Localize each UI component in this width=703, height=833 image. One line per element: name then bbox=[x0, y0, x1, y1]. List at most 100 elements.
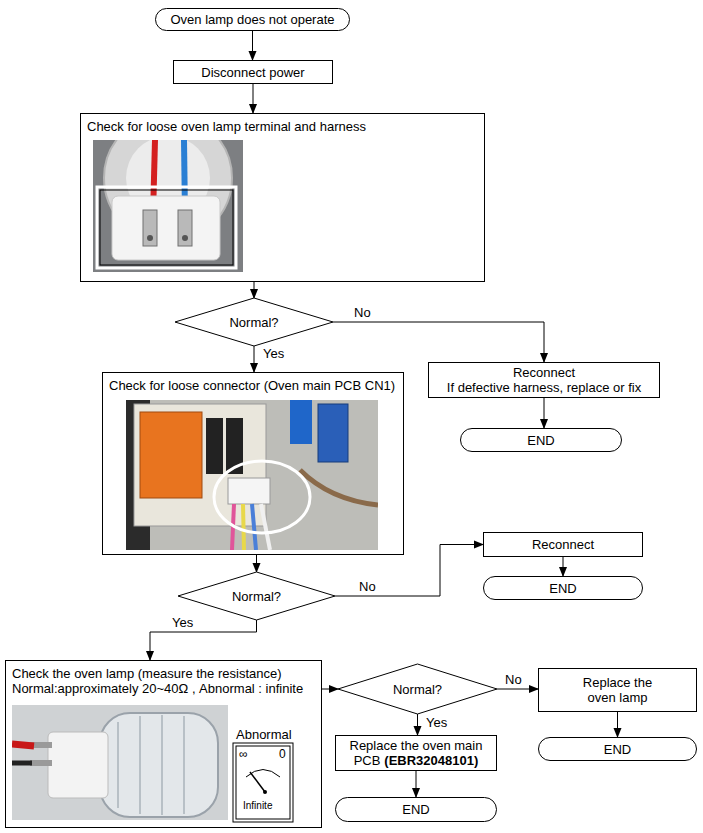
oven-lamp-photo-part bbox=[48, 732, 108, 798]
lamp-socket-photo-part bbox=[178, 210, 192, 246]
pcb-connector-photo-part bbox=[261, 504, 270, 550]
terminal-box: Oven lamp does not operate bbox=[155, 8, 350, 31]
flow-arrow bbox=[256, 555, 257, 572]
pcb-connector-photo-part bbox=[140, 412, 202, 498]
terminal-box: END bbox=[335, 797, 497, 822]
process-box: Reconnect bbox=[483, 532, 643, 557]
flow-arrow bbox=[253, 84, 254, 113]
node-text: ReconnectIf defective harness, replace o… bbox=[447, 365, 641, 395]
node-text: END bbox=[402, 802, 429, 817]
flow-arrow bbox=[417, 714, 418, 735]
pcb-connector-photo-part bbox=[228, 478, 270, 504]
node-text: END bbox=[549, 581, 576, 596]
ohmmeter-symbol-part bbox=[233, 743, 293, 822]
ohmmeter-symbol-part bbox=[250, 772, 265, 792]
check-box: Check for loose connector (Oven main PCB… bbox=[102, 372, 404, 555]
node-text: Check for loose oven lamp terminal and h… bbox=[87, 119, 366, 134]
node-label: Disconnect power bbox=[201, 65, 304, 80]
node-text: Replace the oven main PCB(EBR32048101) bbox=[346, 738, 486, 768]
edge-label: Yes bbox=[261, 346, 286, 361]
node-text: END bbox=[604, 742, 631, 757]
ohmmeter-symbol bbox=[233, 743, 293, 822]
node-text: END bbox=[527, 433, 554, 448]
node-text: Normal? bbox=[232, 589, 281, 604]
terminal-box: END bbox=[538, 737, 697, 761]
edge-label: No bbox=[357, 579, 378, 594]
process-box: Disconnect power bbox=[173, 60, 333, 84]
meter-label: Infinite bbox=[243, 800, 272, 812]
oven-lamp-photo-part bbox=[12, 705, 228, 820]
pcb-connector-photo-part bbox=[252, 504, 256, 550]
node-text: Check for loose connector (Oven main PCB… bbox=[109, 378, 395, 393]
oven-lamp-photo-part bbox=[12, 744, 34, 746]
process-box: ReconnectIf defective harness, replace o… bbox=[428, 362, 660, 398]
pcb-connector-photo-part bbox=[214, 461, 310, 533]
flow-arrow bbox=[544, 398, 545, 428]
lamp-socket-photo-part bbox=[97, 187, 236, 268]
edge-label: Yes bbox=[170, 615, 195, 630]
edge-label: Yes bbox=[424, 715, 449, 730]
node-text: Replace the oven lamp bbox=[567, 675, 668, 705]
node-text: Reconnect bbox=[532, 537, 594, 552]
flow-arrow bbox=[333, 322, 544, 362]
meter-label: ∞ bbox=[239, 747, 248, 761]
lamp-socket-photo-part bbox=[143, 210, 157, 246]
ohmmeter-symbol-part bbox=[236, 746, 290, 819]
flow-arrow bbox=[497, 689, 538, 690]
terminal-box: END bbox=[460, 428, 622, 452]
flow-arrow bbox=[150, 620, 257, 660]
process-box: Replace the oven main PCB(EBR32048101) bbox=[335, 735, 497, 771]
check-box: Check for loose oven lamp terminal and h… bbox=[80, 113, 485, 282]
lamp-socket-photo-part bbox=[182, 235, 188, 241]
oven-lamp-photo-part bbox=[30, 760, 52, 766]
node-label: Normal? bbox=[232, 589, 281, 604]
node-detail: (EBR32048101) bbox=[384, 753, 478, 768]
oven-lamp-photo-part bbox=[100, 713, 218, 817]
flow-arrow bbox=[335, 545, 483, 597]
node-label: END bbox=[527, 433, 554, 448]
node-label: Reconnect bbox=[532, 537, 594, 552]
flow-arrow bbox=[322, 689, 338, 690]
decision-diamond: Normal? bbox=[338, 664, 497, 714]
pcb-connector-photo-part bbox=[300, 470, 378, 505]
node-detail: Normal:approximately 20~40Ω , Abnormal :… bbox=[12, 681, 303, 696]
terminal-box: END bbox=[483, 576, 643, 600]
node-label: Reconnect bbox=[447, 365, 641, 380]
pcb-connector-photo bbox=[126, 400, 378, 550]
flow-arrow bbox=[254, 282, 255, 298]
flow-arrow bbox=[563, 557, 564, 576]
flow-arrow bbox=[252, 31, 253, 60]
lamp-socket-photo-part bbox=[100, 190, 233, 265]
node-detail: If defective harness, replace or fix bbox=[447, 380, 641, 395]
flow-arrow bbox=[617, 712, 618, 737]
decision-diamond: Normal? bbox=[175, 298, 333, 346]
node-label: Normal? bbox=[229, 315, 278, 330]
meter-label: 0 bbox=[279, 747, 286, 761]
meter-label: Abnormal bbox=[236, 727, 292, 742]
diamond-shape bbox=[178, 572, 335, 620]
node-label: Normal? bbox=[393, 682, 442, 697]
flow-arrow bbox=[254, 346, 255, 372]
node-text: Normal? bbox=[393, 682, 442, 697]
edge-label: No bbox=[503, 672, 524, 687]
lamp-socket-photo-part bbox=[112, 196, 220, 260]
oven-lamp-photo-part bbox=[118, 715, 184, 815]
process-box: Replace the oven lamp bbox=[538, 668, 697, 712]
node-text: Normal? bbox=[229, 315, 278, 330]
pcb-connector-photo-part bbox=[318, 404, 348, 462]
node-label: END bbox=[549, 581, 576, 596]
decision-diamond: Normal? bbox=[178, 572, 335, 620]
pcb-connector-photo-part bbox=[243, 504, 244, 550]
pcb-connector-photo-part bbox=[290, 400, 312, 444]
pcb-connector-photo-part bbox=[206, 418, 223, 474]
diamond-shape bbox=[175, 298, 333, 346]
node-text: Check the oven lamp (measure the resista… bbox=[12, 666, 303, 696]
node-text: Oven lamp does not operate bbox=[170, 12, 334, 27]
node-text: Disconnect power bbox=[201, 65, 304, 80]
oven-lamp-photo-part bbox=[12, 761, 32, 766]
node-label: END bbox=[604, 742, 631, 757]
diamond-shape bbox=[338, 664, 497, 714]
node-label: Check the oven lamp (measure the resista… bbox=[12, 666, 303, 681]
oven-lamp-photo bbox=[12, 705, 228, 820]
pcb-connector-photo-part bbox=[134, 404, 266, 526]
